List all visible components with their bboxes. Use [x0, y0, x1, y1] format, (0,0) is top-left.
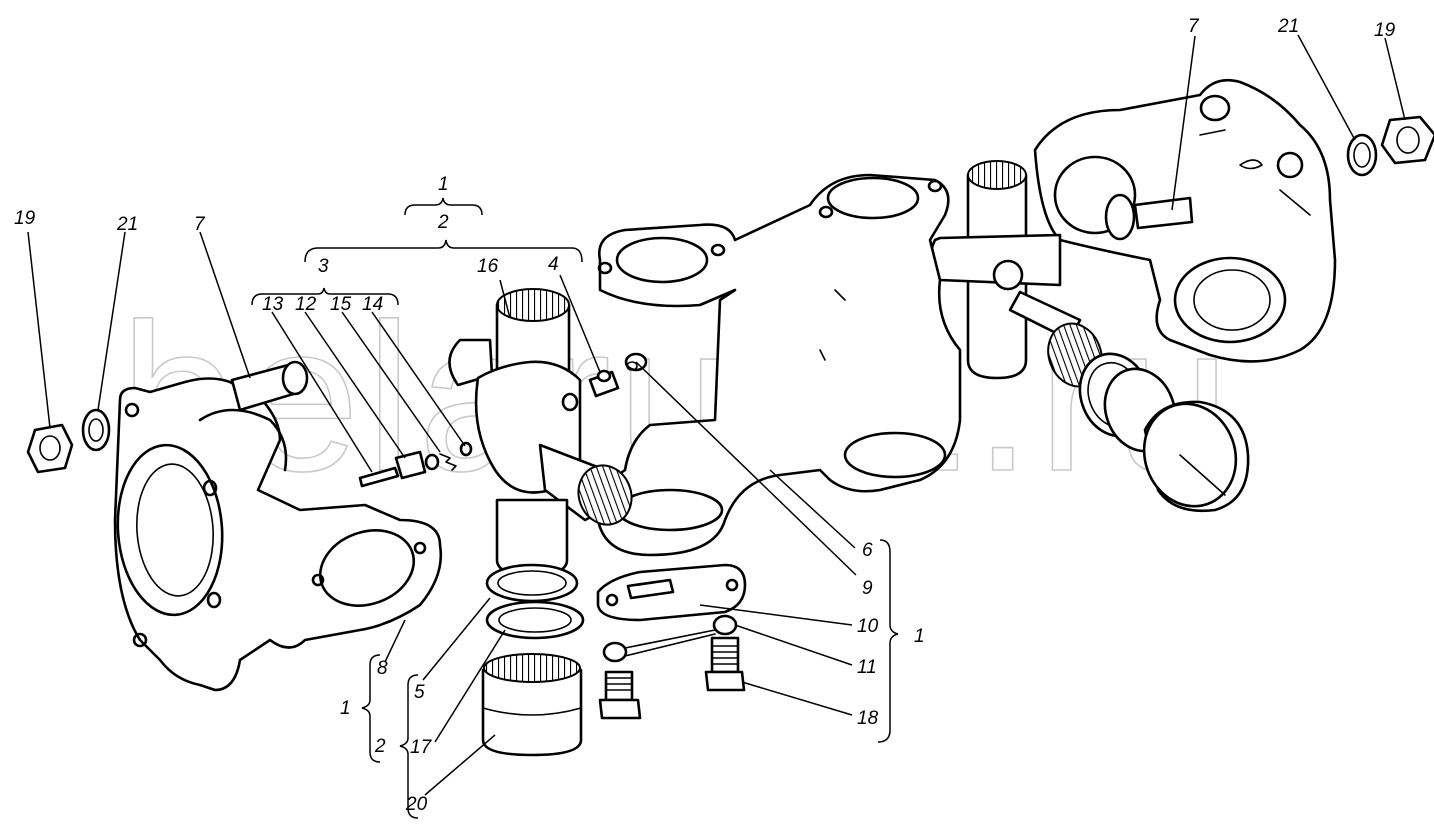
left-washer-21 [81, 408, 111, 452]
callout-1-bottom: 1 [340, 698, 351, 719]
lock-plate-10 [596, 563, 747, 622]
callout-4: 4 [548, 254, 559, 275]
callout-21-right: 21 [1277, 16, 1299, 37]
callout-14: 14 [362, 294, 383, 315]
callout-11: 11 [857, 657, 877, 678]
bolt-18-left [598, 670, 642, 720]
bolt-18-right [704, 636, 746, 692]
callout-21-left: 21 [116, 214, 138, 235]
grease-fitting-assembly [358, 441, 473, 488]
callout-19-right: 19 [1374, 20, 1396, 41]
middle-yoke [596, 173, 962, 557]
callout-1-right: 1 [914, 626, 925, 647]
left-nut-19 [26, 423, 74, 474]
callout-13: 13 [262, 294, 284, 315]
callout-labels: 19 21 7 13 12 15 14 3 2 1 16 4 6 9 10 11… [14, 16, 1396, 815]
left-housing [113, 377, 443, 692]
callout-10: 10 [857, 616, 879, 637]
callout-3: 3 [318, 256, 329, 277]
callout-20: 20 [405, 794, 428, 815]
callout-7-left: 7 [194, 214, 206, 235]
callout-17: 17 [410, 737, 433, 758]
callout-12: 12 [295, 294, 317, 315]
callout-8: 8 [377, 658, 388, 679]
right-bolt-7 [1104, 193, 1194, 241]
left-spider-cross [448, 288, 633, 757]
right-washer-21 [1346, 133, 1378, 177]
callout-18: 18 [857, 708, 879, 729]
callout-2-top: 2 [437, 212, 449, 233]
callout-15: 15 [330, 294, 352, 315]
right-nut-19 [1380, 115, 1434, 165]
callout-5: 5 [414, 682, 425, 703]
callout-1-top: 1 [438, 174, 449, 195]
lock-wire-11 [602, 614, 738, 663]
callout-19-left: 19 [14, 208, 36, 229]
callout-7-right: 7 [1188, 16, 1200, 37]
leader-lines [27, 34, 1406, 819]
callout-9: 9 [862, 578, 873, 599]
grease-nipple-4 [588, 369, 620, 398]
callout-6: 6 [862, 540, 873, 561]
callout-2-bottom: 2 [374, 736, 386, 757]
callout-16: 16 [477, 256, 499, 277]
